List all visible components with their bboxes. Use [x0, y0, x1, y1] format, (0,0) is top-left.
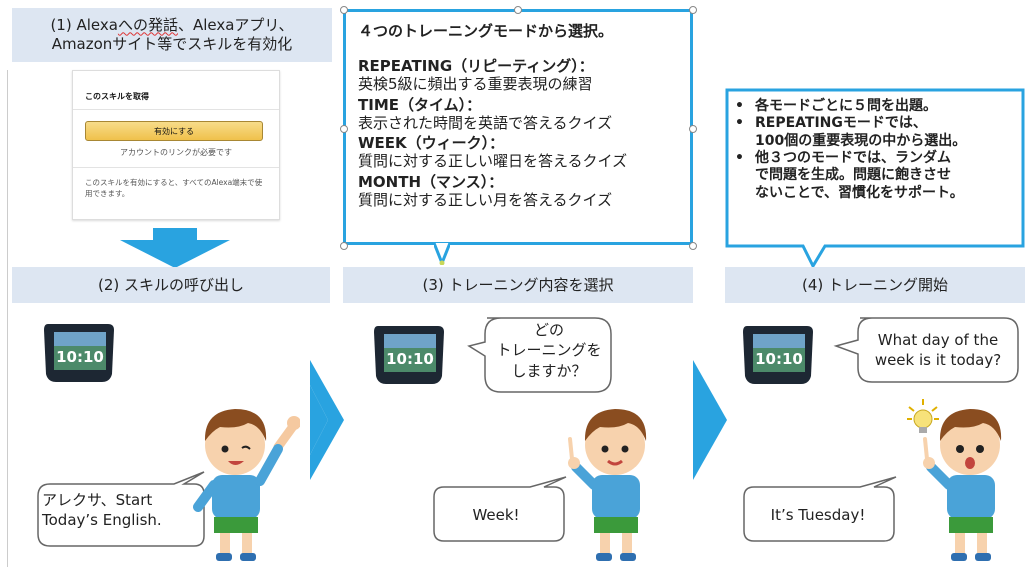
- mode-desc-time: 表示された時間を英語で答えるクイズ: [358, 113, 613, 132]
- device-speech-line: トレーニングを: [496, 341, 602, 360]
- tip-item: 他３つのモードでは、ランダム で問題を生成。問題に飽きさせ ないことで、習慣化を…: [735, 150, 966, 202]
- chevron-right-icon: [310, 360, 344, 480]
- boy-waving-illustration: [193, 409, 300, 561]
- down-arrow-icon: [120, 228, 230, 268]
- device-speech-line: What day of the: [877, 331, 999, 349]
- device-speech-line: しますか？: [511, 361, 587, 380]
- modes-title: ４つのトレーニングモードから選択。: [358, 22, 614, 40]
- device-clock: 10:10: [755, 350, 803, 368]
- skill-panel-title: このスキルを取得: [85, 92, 149, 101]
- user-speech-text: アレクサ、Start Today’s English.: [42, 490, 197, 531]
- divider: [73, 109, 279, 110]
- device-clock: 10:10: [386, 350, 434, 368]
- step1-line1-a: (1) Alexa: [50, 16, 118, 35]
- step1-label: (1) Alexaへの発話、Alexaアプリ、 Amazonサイト等でスキルを有…: [12, 8, 332, 62]
- user-speech-line: アレクサ、Start: [42, 491, 153, 509]
- enable-skill-button[interactable]: 有効にする: [85, 121, 263, 141]
- step2-label: (2) スキルの呼び出し: [12, 267, 330, 303]
- step4-label: (4) トレーニング開始: [725, 267, 1025, 303]
- resize-handle[interactable]: [340, 242, 348, 250]
- resize-handle[interactable]: [689, 125, 697, 133]
- skill-enable-panel: このスキルを取得 有効にする アカウントのリンクが必要です このスキルを有効にす…: [72, 70, 280, 220]
- resize-handle[interactable]: [689, 6, 697, 14]
- device-speech-bubble: [833, 317, 1019, 383]
- mode-name-week: WEEK（ウィーク）：: [358, 134, 505, 152]
- user-speech-bubble: [433, 476, 567, 542]
- step3-label: (3) トレーニング内容を選択: [343, 267, 693, 303]
- echo-show-device-icon: 10:10: [44, 324, 114, 382]
- skill-panel-description: このスキルを有効にすると、すべてのAlexa端末で使用できます。: [85, 178, 263, 199]
- mode-name-time: TIME（タイム）：: [358, 95, 482, 114]
- tip-item: REPEATINGモードでは、 100個の重要表現の中から選出。: [735, 115, 966, 150]
- mode-desc-repeating: 英検5級に頻出する重要表現の練習: [358, 75, 593, 93]
- device-speech-text: What day of the week is it today?: [860, 330, 1016, 371]
- user-speech-text: Week!: [472, 506, 520, 524]
- user-speech-bubble: [743, 476, 897, 542]
- step1-line1-c: 、Alexaアプリ、: [177, 16, 294, 35]
- callout-pointer: [434, 243, 450, 265]
- tips-box: 各モードごとに５問を出題。 REPEATINGモードでは、 100個の重要表現の…: [725, 88, 1025, 248]
- device-clock: 10:10: [56, 348, 104, 366]
- mode-desc-month: 質問に対する正しい月を答えるクイズ: [358, 190, 613, 209]
- echo-show-device-icon: 10:10: [743, 326, 813, 384]
- resize-handle[interactable]: [340, 6, 348, 14]
- mode-name-month: MONTH（マンス）：: [358, 172, 504, 191]
- resize-handle[interactable]: [340, 125, 348, 133]
- resize-handle[interactable]: [689, 242, 697, 250]
- boy-pointing-illustration: [568, 409, 647, 561]
- user-speech-line: Today’s English.: [42, 511, 162, 530]
- device-speech-line: どの: [533, 321, 564, 339]
- device-speech-text: どの トレーニングを しますか？: [488, 320, 610, 381]
- mode-desc-week: 質問に対する正しい曜日を答えるクイズ: [358, 152, 628, 170]
- divider: [73, 167, 279, 168]
- chevron-right-icon: [693, 360, 727, 480]
- training-modes-box: ４つのトレーニングモードから選択。 REPEATING（リピーティング）： 英検…: [343, 9, 693, 245]
- device-speech-bubble: [467, 317, 612, 393]
- step1-line2: Amazonサイト等でスキルを有効化: [51, 35, 293, 53]
- device-speech-line: week is it today?: [874, 351, 1002, 370]
- step1-line1-b: への発話: [117, 16, 178, 35]
- resize-handle[interactable]: [514, 6, 522, 14]
- boy-answering-illustration: [923, 409, 1002, 561]
- echo-show-device-icon: 10:10: [374, 326, 444, 384]
- lightbulb-icon: [907, 399, 939, 433]
- mode-name-repeating: REPEATING（リピーティング）：: [358, 57, 594, 75]
- left-border: [7, 70, 8, 567]
- tip-item: 各モードごとに５問を出題。: [735, 98, 966, 116]
- user-speech-bubble: [37, 471, 205, 547]
- user-speech-text: It’s Tuesday!: [770, 506, 866, 524]
- account-link-note: アカウントのリンクが必要です: [120, 148, 232, 157]
